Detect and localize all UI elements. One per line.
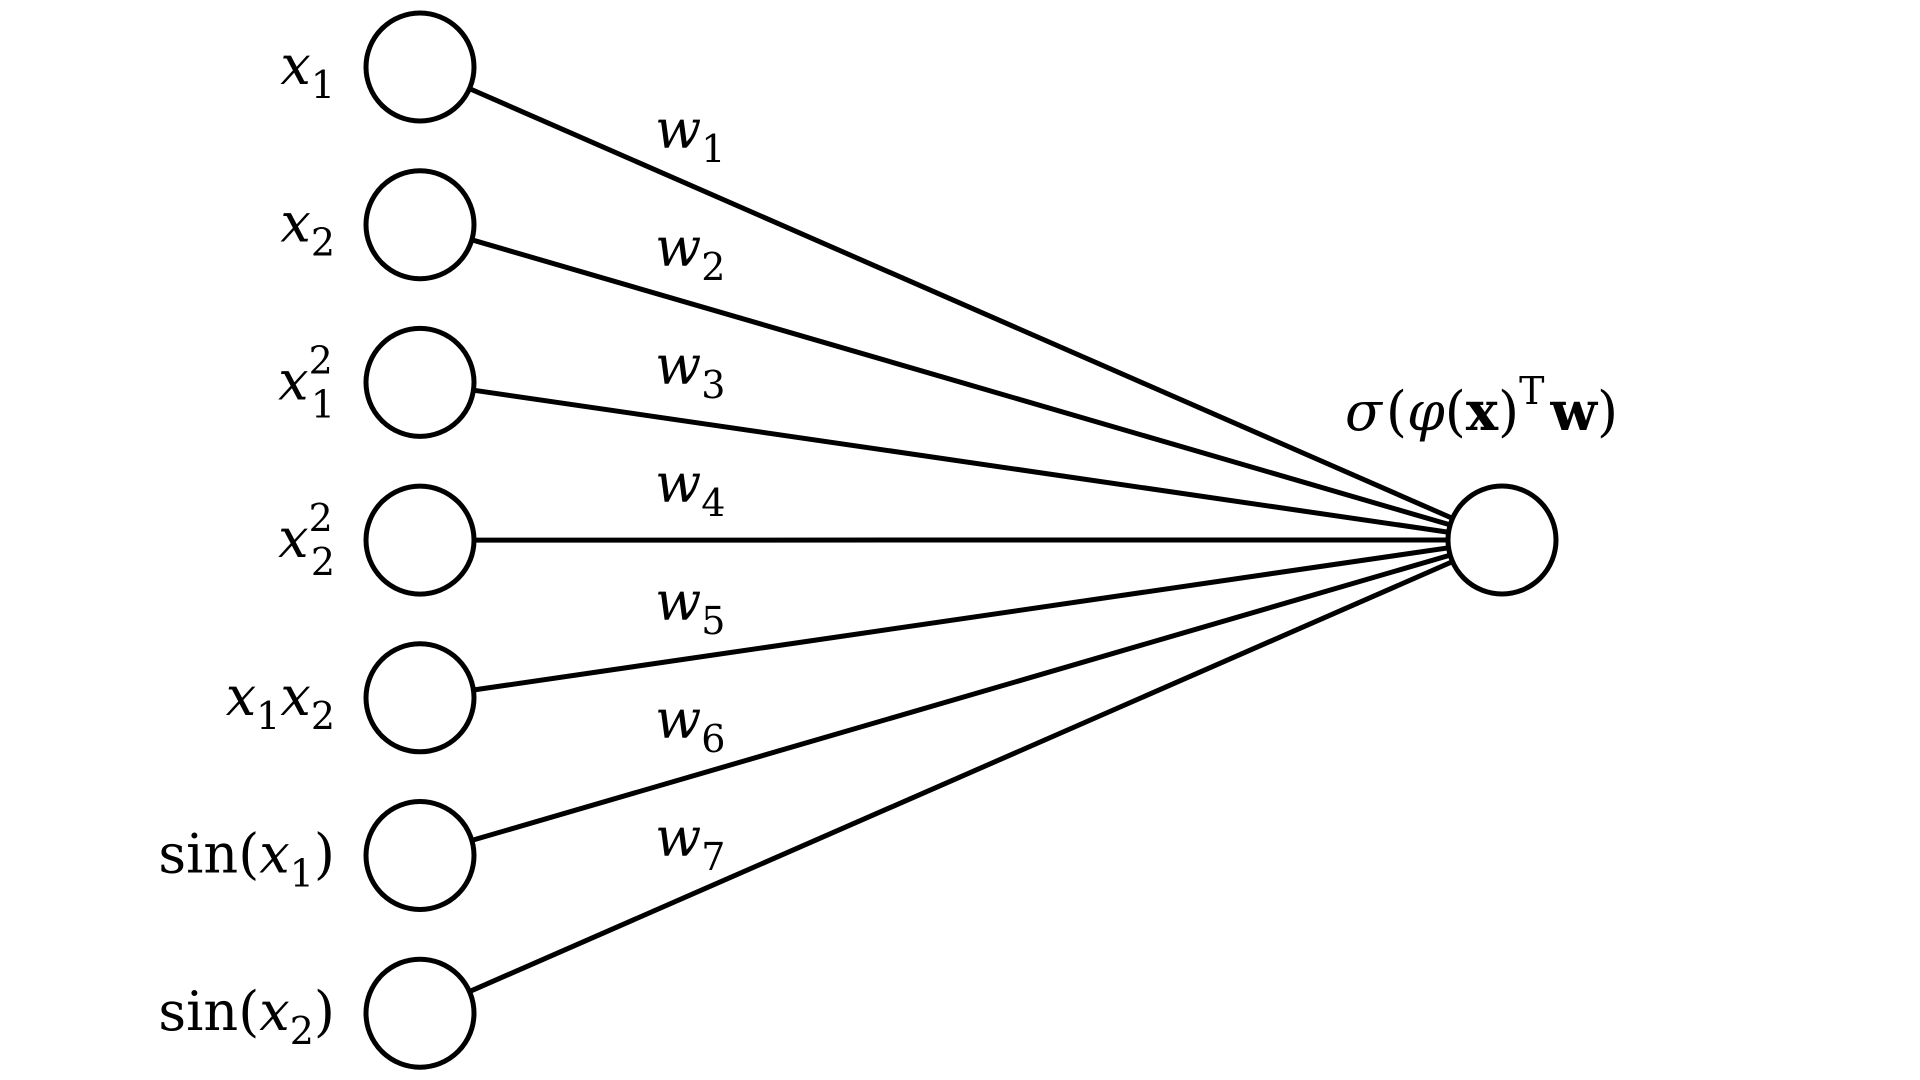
weight-label-2: w2 — [655, 216, 725, 289]
input-node-x1sq — [363, 325, 477, 439]
weight-symbol: w — [655, 806, 701, 869]
superscript: 2 — [309, 338, 333, 382]
edge-sinx2 — [468, 559, 1454, 994]
close-paren: ) — [314, 823, 335, 886]
edge-sinx1 — [471, 552, 1451, 843]
weight-label-3: w3 — [655, 334, 725, 407]
weight-symbol: w — [655, 334, 701, 397]
edge-x1 — [468, 86, 1454, 521]
weight-subscript: 1 — [701, 127, 725, 171]
weight-subscript: 2 — [701, 245, 725, 289]
input-node-sinx1 — [363, 799, 477, 912]
weight-label-7: w7 — [655, 806, 725, 879]
nodes — [363, 10, 1559, 1070]
variable: x — [280, 34, 310, 97]
open-paren: ( — [238, 980, 259, 1043]
input-node-x1 — [363, 10, 477, 124]
variable: x — [259, 980, 289, 1043]
input-label-x2: x2 — [280, 192, 335, 265]
weight-symbol: w — [655, 216, 701, 279]
weight-symbol: w — [655, 688, 701, 751]
open-paren-2: ( — [1445, 380, 1466, 443]
edge-x1sq — [473, 387, 1449, 535]
subscript: 2 — [311, 694, 335, 738]
subscript: 2 — [311, 221, 335, 265]
input-label-sinx1: sin(x1) — [158, 823, 335, 896]
input-label-sinx2: sin(x2) — [158, 980, 335, 1053]
subscript: 2 — [311, 540, 335, 584]
input-node-x2 — [363, 168, 477, 282]
variable: x — [278, 349, 308, 412]
subscript: 1 — [311, 63, 335, 107]
weight-label-5: w5 — [655, 570, 725, 643]
open-paren: ( — [238, 823, 259, 886]
function-name: sin — [158, 980, 238, 1043]
function-name: sin — [158, 823, 238, 886]
input-label-x1x2: x1x2 — [226, 665, 335, 738]
x-vector: x — [1466, 379, 1499, 443]
weight-symbol: w — [655, 98, 701, 161]
subscript: 1 — [311, 382, 335, 426]
edge-x2 — [471, 237, 1451, 528]
input-label-x1: x1 — [280, 34, 335, 107]
weight-subscript: 3 — [701, 363, 725, 407]
sigma-symbol: σ — [1345, 380, 1384, 443]
variable: x — [259, 823, 289, 886]
phi-symbol: φ — [1407, 380, 1445, 443]
subscript: 1 — [290, 852, 314, 896]
variable: x — [280, 192, 310, 255]
weight-subscript: 6 — [701, 717, 725, 761]
close-paren: ) — [314, 980, 335, 1043]
input-node-x1x2 — [363, 641, 477, 755]
w-vector: w — [1549, 379, 1598, 443]
weight-label-4: w4 — [655, 452, 725, 525]
variable: x — [280, 665, 310, 728]
subscript: 1 — [256, 694, 280, 738]
weight-subscript: 4 — [701, 481, 725, 525]
variable: x — [278, 507, 308, 570]
weight-subscript: 7 — [701, 835, 725, 879]
subscript: 2 — [290, 1009, 314, 1053]
superscript: 2 — [309, 496, 333, 540]
input-node-sinx2 — [363, 956, 477, 1070]
input-node-x2sq — [363, 483, 477, 597]
output-node — [1445, 483, 1559, 597]
weight-symbol: w — [655, 452, 701, 515]
weight-symbol: w — [655, 570, 701, 633]
variable: x — [226, 665, 256, 728]
close-paren: ) — [1498, 380, 1519, 443]
weight-subscript: 5 — [701, 599, 725, 643]
open-paren: ( — [1386, 380, 1407, 443]
edge-x1x2 — [473, 545, 1449, 693]
transpose-symbol: T — [1519, 369, 1544, 413]
weight-label-6: w6 — [655, 688, 725, 761]
edges — [468, 86, 1454, 994]
weight-label-1: w1 — [655, 98, 725, 171]
close-paren-2: ) — [1597, 380, 1618, 443]
